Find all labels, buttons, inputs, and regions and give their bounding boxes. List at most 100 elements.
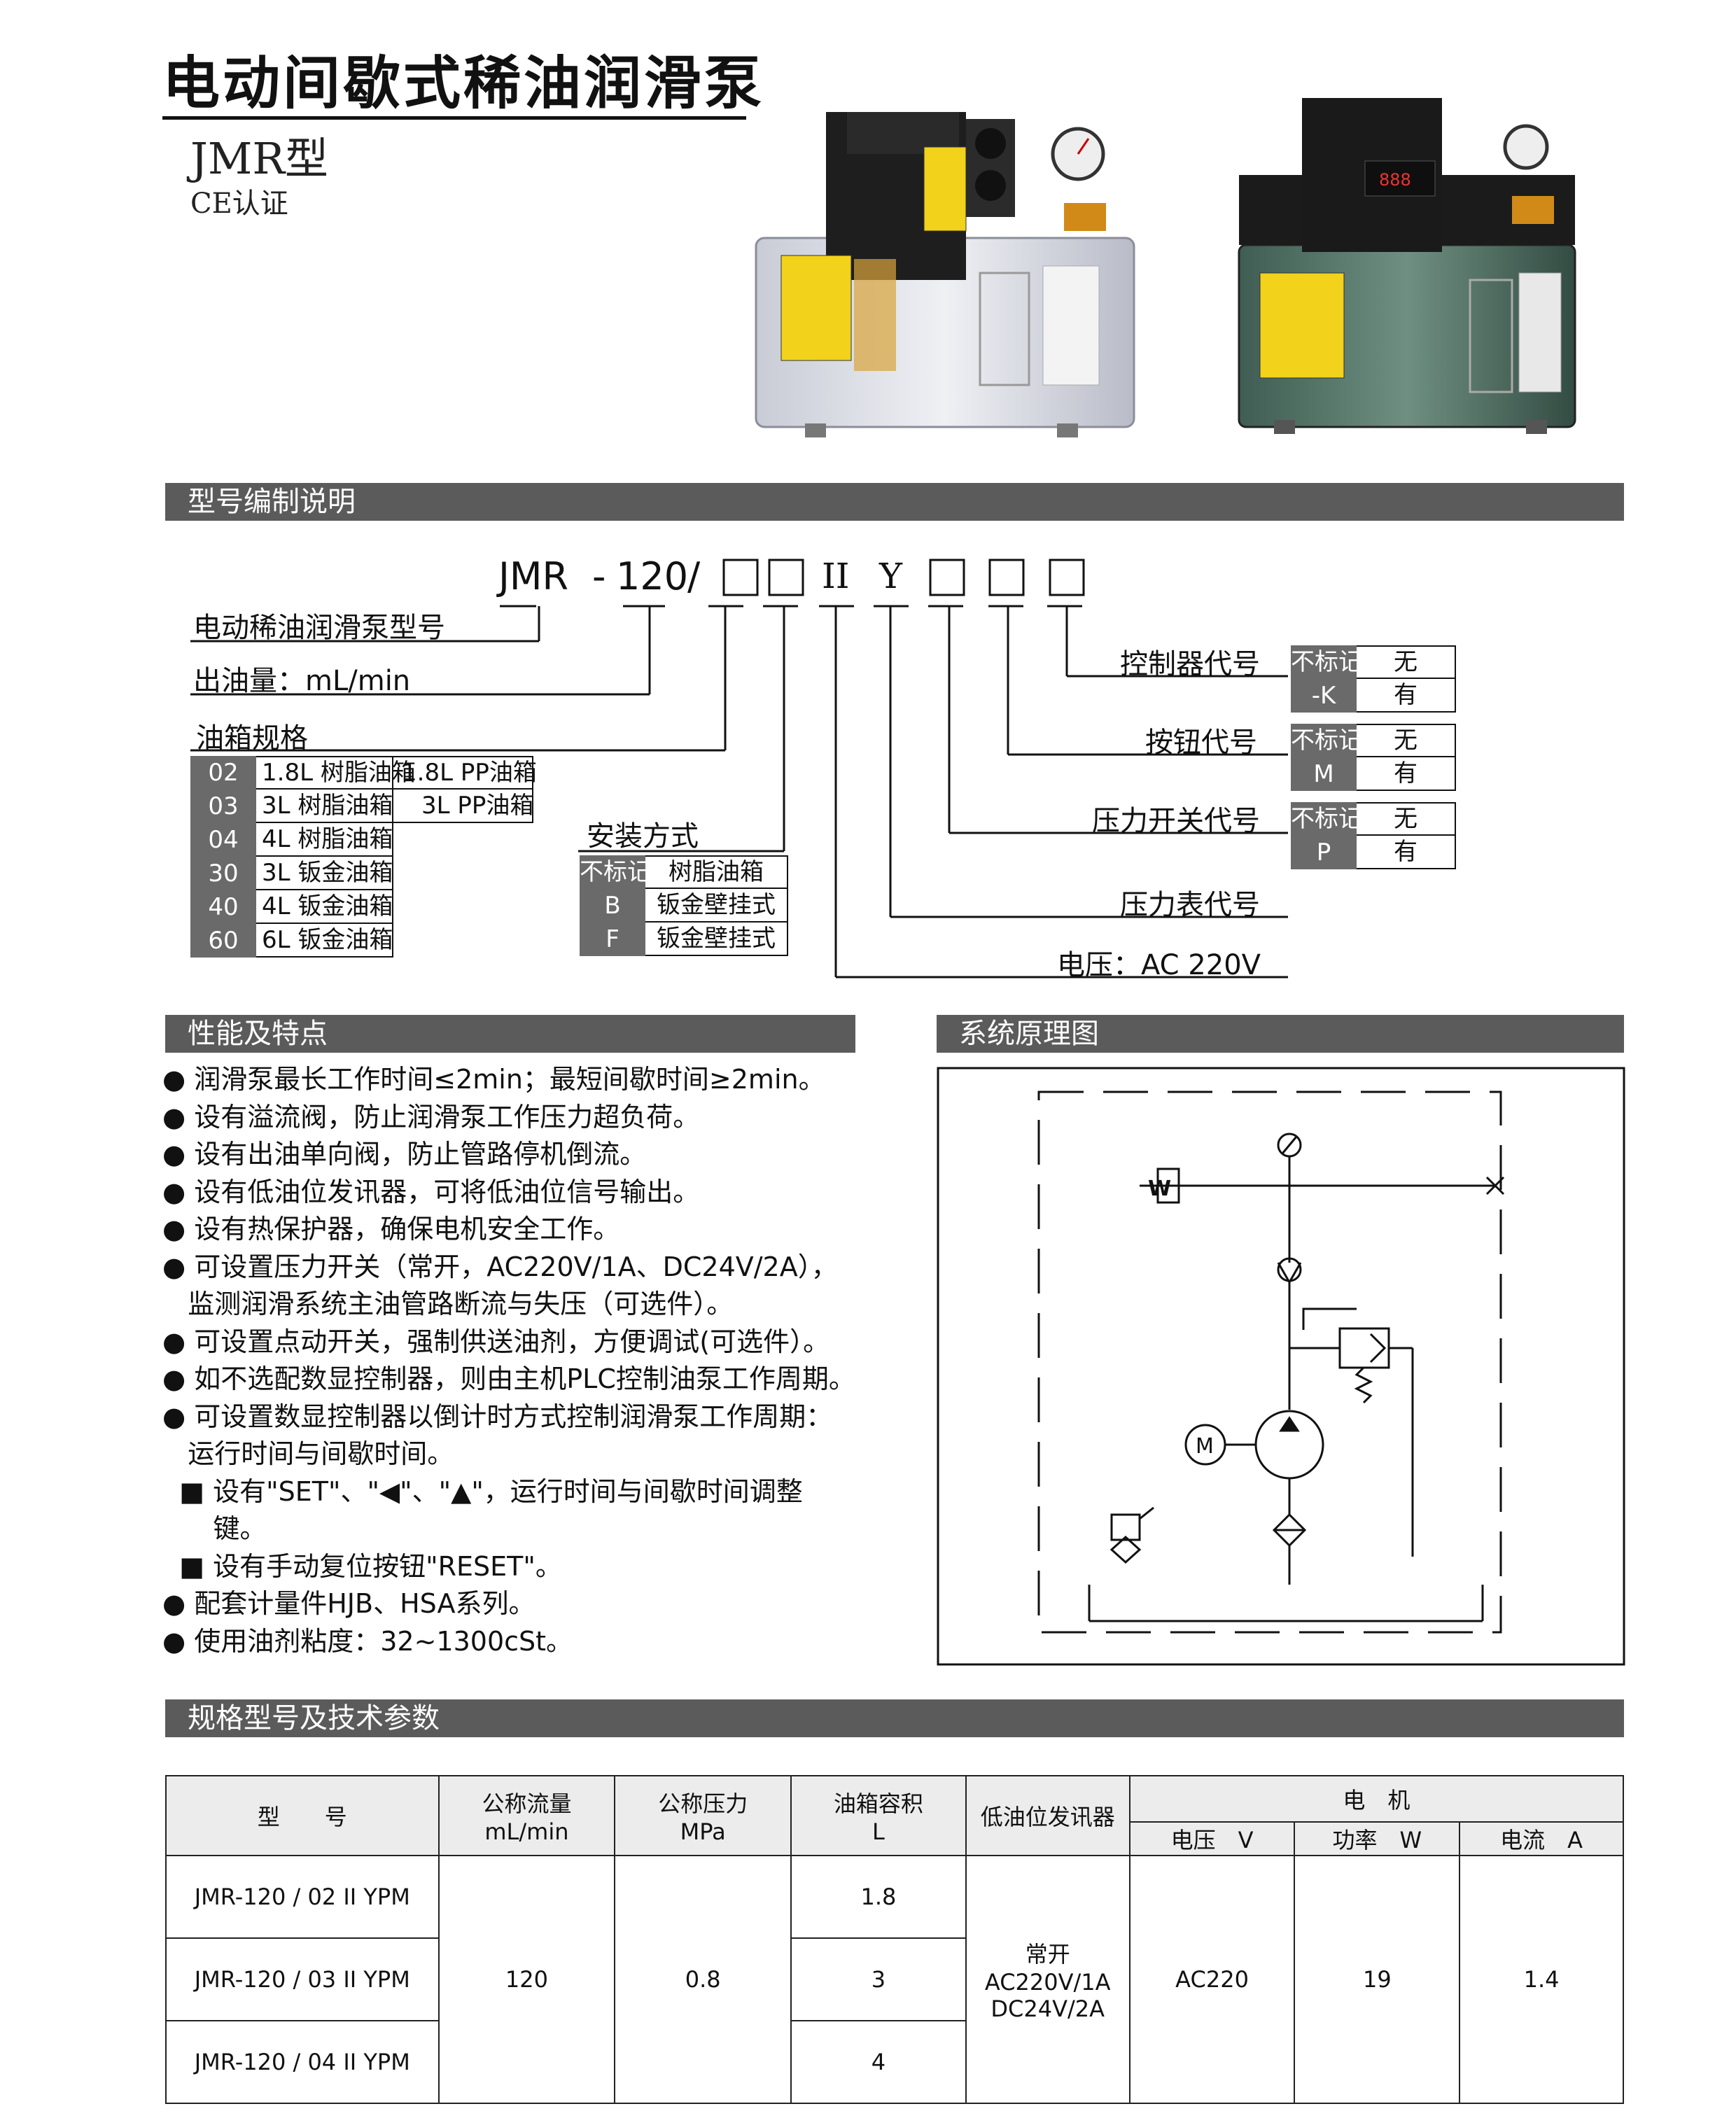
pressure-switch-options: 不标记 无 P 有	[1291, 802, 1456, 869]
power-value: 19	[1294, 1855, 1461, 2104]
label-output: 出油量：mL/min	[193, 665, 411, 697]
model-code-diagram	[190, 559, 1288, 979]
mount-desc: 树脂油箱	[645, 855, 788, 889]
svg-text:888: 888	[1379, 170, 1411, 190]
tank-code: 60	[190, 924, 256, 958]
label-button: 按钮代号	[1145, 727, 1257, 759]
header-power: 功率 W	[1294, 1821, 1461, 1856]
section-bar-features: 性能及特点	[165, 1015, 855, 1053]
hydraulic-schematic: W M	[937, 1067, 1625, 1666]
option-code: P	[1291, 836, 1357, 869]
header-low-level: 低油位发讯器	[965, 1775, 1130, 1856]
label-pump-model: 电动稀油润滑泵型号	[193, 612, 445, 644]
mount-code: B	[580, 889, 645, 923]
title-underline	[162, 116, 746, 120]
tank-desc-b: 1.8L PP油箱	[393, 756, 537, 790]
tank-code: 40	[190, 890, 256, 924]
tank-code: 02	[190, 756, 256, 790]
pressure-value: 0.8	[614, 1855, 792, 2104]
label-tank-spec: 油箱规格	[196, 722, 308, 755]
feature-item: ● 如不选配数显控制器，则由主机PLC控制油泵工作周期。	[162, 1363, 855, 1394]
feature-item: ■ 设有"SET"、"◀"、"▲"，运行时间与间歇时间调整	[162, 1475, 803, 1507]
option-desc: 无	[1357, 724, 1456, 757]
feature-item: ● 设有出油单向阀，防止管路停机倒流。	[162, 1139, 647, 1170]
mount-desc: 钣金壁挂式	[645, 889, 788, 923]
tank-code: 03	[190, 790, 256, 823]
option-code: 不标记	[1291, 645, 1362, 679]
option-desc: 无	[1357, 802, 1456, 836]
header-current: 电流 A	[1459, 1821, 1624, 1856]
label-mounting: 安装方式	[587, 820, 699, 853]
controller-options: 不标记 无 -K 有	[1291, 645, 1456, 713]
header-motor: 电 机	[1128, 1775, 1625, 1823]
button-options: 不标记 无 M 有	[1291, 724, 1456, 791]
feature-item: ● 使用油剂粘度：32~1300cSt。	[162, 1625, 573, 1657]
model-name: JMR型	[190, 133, 329, 184]
tank-desc-a: 3L 钣金油箱	[256, 857, 393, 890]
header-voltage: 电压 V	[1128, 1821, 1296, 1856]
tank-desc-a: 6L 钣金油箱	[256, 924, 393, 958]
code-flow: 120	[616, 554, 689, 598]
label-voltage: 电压：AC 220V	[1057, 949, 1261, 981]
option-desc: 无	[1357, 645, 1456, 679]
feature-item: ● 配套计量件HJB、HSA系列。	[162, 1588, 536, 1619]
code-gauge-letter: Y	[879, 556, 903, 596]
feature-item: ● 可设置点动开关，强制供送油剂，方便调试(可选件）。	[162, 1326, 830, 1357]
feature-item: ● 可设置数显控制器以倒计时方式控制润滑泵工作周期：	[162, 1401, 833, 1432]
tank-volume: 1.8	[790, 1855, 967, 1939]
current-value: 1.4	[1459, 1855, 1624, 2104]
page-title: 电动间歇式稀油润滑泵	[162, 50, 765, 117]
feature-item: ● 润滑泵最长工作时间≤2min；最短间歇时间≥2min。	[162, 1064, 825, 1095]
code-prefix: JMR	[498, 554, 569, 598]
option-desc: 有	[1357, 757, 1456, 791]
tank-code: 30	[190, 857, 256, 890]
code-dash: -	[592, 554, 606, 598]
section-bar-schematic: 系统原理图	[937, 1015, 1624, 1053]
option-desc: 有	[1357, 836, 1456, 869]
certification-label: CE认证	[190, 188, 288, 220]
mount-code: 不标记	[580, 855, 651, 889]
label-controller: 控制器代号	[1120, 648, 1260, 680]
low-level-value: 常开 AC220V/1A DC24V/2A	[965, 1855, 1130, 2104]
feature-item: 运行时间与间歇时间。	[162, 1438, 454, 1469]
product-photo-resin-tank	[755, 112, 1135, 437]
label-pressure-gauge: 压力表代号	[1120, 889, 1260, 921]
code-slash: /	[687, 554, 701, 598]
label-pressure-switch: 压力开关代号	[1092, 805, 1260, 837]
tank-volume: 3	[790, 1937, 967, 2021]
tank-desc-a: 1.8L 树脂油箱	[256, 756, 416, 790]
row-model: JMR-120 / 04 II YPM	[165, 2020, 440, 2104]
option-desc: 有	[1357, 679, 1456, 713]
row-model: JMR-120 / 03 II YPM	[165, 1937, 440, 2021]
code-roman: II	[822, 556, 850, 596]
feature-item: ■ 设有手动复位按钮"RESET"。	[162, 1550, 562, 1582]
mount-code: F	[580, 923, 645, 956]
feature-item: ● 设有低油位发讯器，可将低油位信号输出。	[162, 1176, 700, 1207]
feature-item: 键。	[162, 1513, 267, 1544]
option-code: -K	[1291, 679, 1357, 713]
tank-desc-a: 3L 树脂油箱	[256, 790, 393, 823]
option-code: M	[1291, 757, 1357, 791]
tank-spec-table: 02 1.8L 树脂油箱 1.8L PP油箱 03 3L 树脂油箱 3L PP油…	[190, 756, 537, 958]
feature-list: ● 润滑泵最长工作时间≤2min；最短间歇时间≥2min。 ● 设有溢流阀，防止…	[162, 1061, 876, 1660]
voltage-value: AC220	[1128, 1855, 1296, 2104]
schematic-motor-symbol: M	[1196, 1434, 1214, 1459]
feature-item: ● 设有热保护器，确保电机安全工作。	[162, 1214, 620, 1244]
feature-item: ● 设有溢流阀，防止润滑泵工作压力超负荷。	[162, 1101, 700, 1132]
section-bar-specs: 规格型号及技术参数	[165, 1699, 1624, 1737]
tank-volume: 4	[790, 2020, 967, 2104]
mounting-table: 不标记 树脂油箱 B 钣金壁挂式 F 钣金壁挂式	[580, 855, 788, 956]
tank-desc-a: 4L 树脂油箱	[256, 823, 393, 857]
row-model: JMR-120 / 02 II YPM	[165, 1855, 440, 1939]
tank-desc-a: 4L 钣金油箱	[256, 890, 393, 924]
option-code: 不标记	[1291, 802, 1362, 836]
option-code: 不标记	[1291, 724, 1362, 757]
flow-value: 120	[438, 1855, 616, 2104]
feature-item: ● 可设置压力开关（常开，AC220V/1A、DC24V/2A），	[162, 1251, 838, 1282]
feature-item: 监测润滑系统主油管路断流与失压（可选件）。	[162, 1289, 734, 1319]
tank-desc-b: 3L PP油箱	[393, 790, 533, 823]
header-model: 型 号	[165, 1775, 440, 1856]
